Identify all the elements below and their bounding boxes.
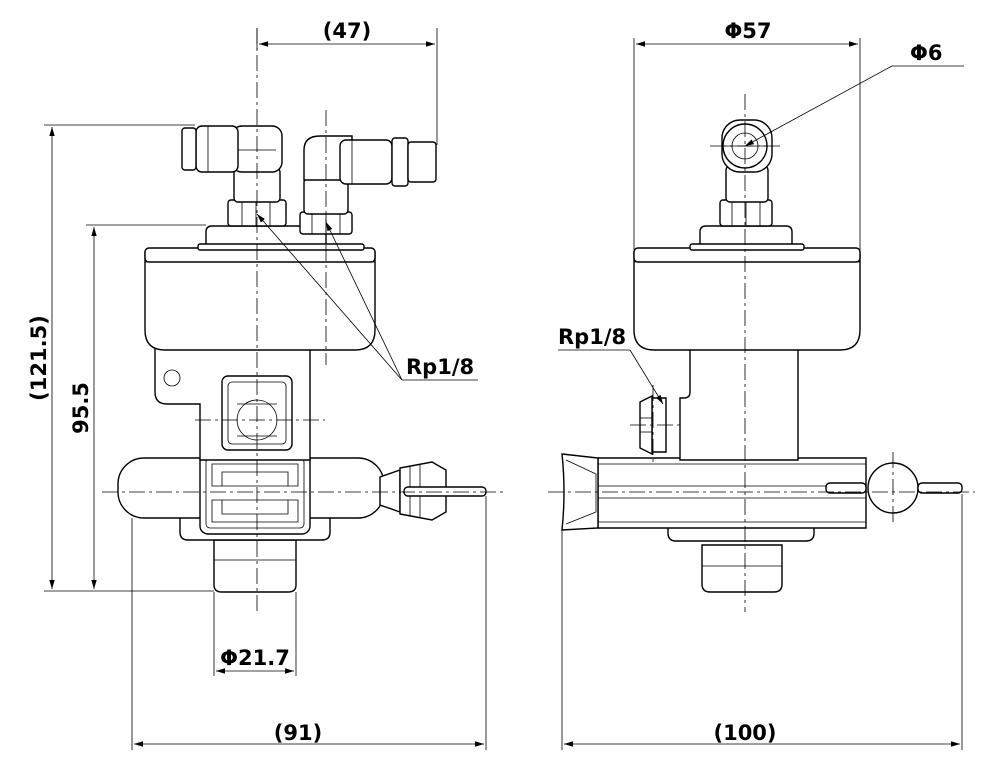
dim-overall-height: (121.5) [27,315,51,401]
main-body [144,251,376,351]
dim-port-thread-front: Rp1/8 [406,355,474,379]
dim-height-to-base: 95.5 [69,382,93,434]
dim-side-width: (100) [713,721,776,745]
front-dimensions [44,28,487,750]
front-view [102,28,506,612]
dim-port-thread-side: Rp1/8 [558,325,626,349]
dim-outlet-diameter: Φ21.7 [220,646,290,670]
dim-front-width: (91) [274,721,322,745]
side-main-body [633,251,861,351]
dim-tube-diameter: Φ6 [910,41,942,65]
dim-body-diameter: Φ57 [724,19,771,43]
side-view [548,94,975,612]
dim-top-fitting-spacing: (47) [323,19,371,43]
side-dimensions [558,38,964,750]
